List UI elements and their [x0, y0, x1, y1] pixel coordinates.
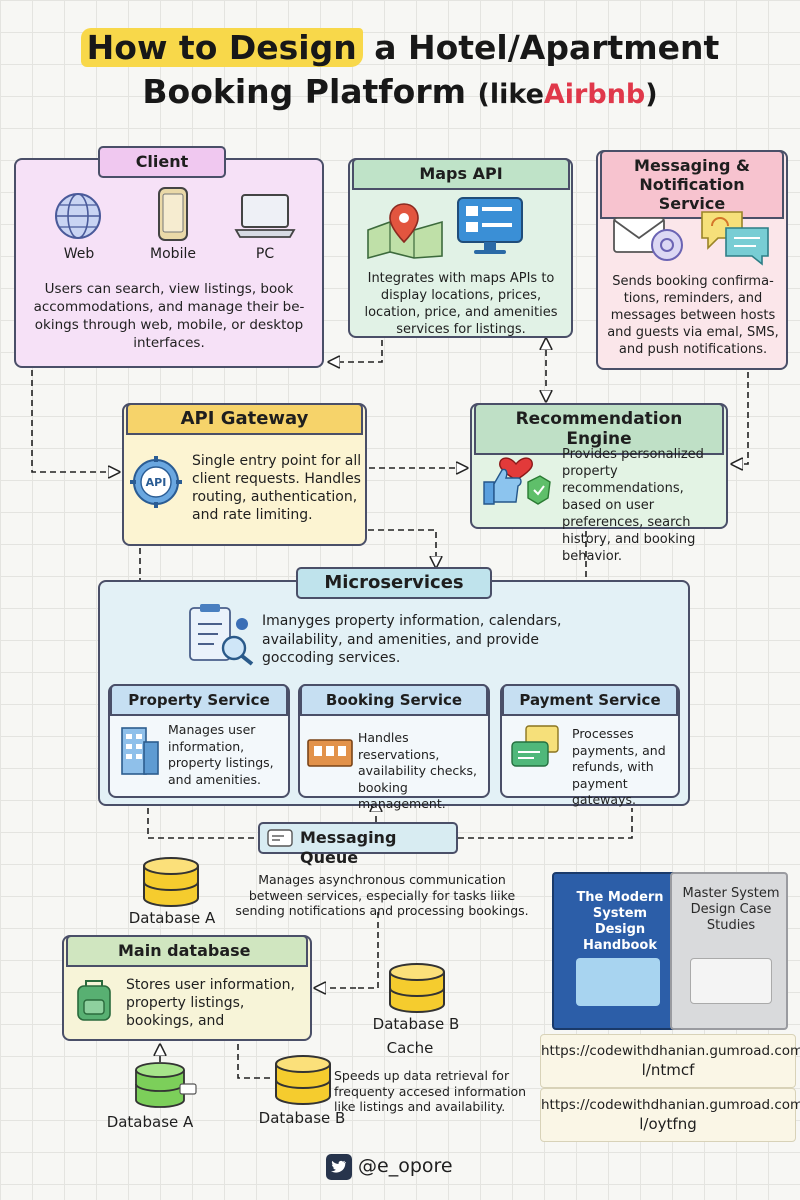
- arrow-queue-loop: [147, 808, 258, 839]
- messaging-queue-label: Messaging Queue: [300, 828, 397, 867]
- twitter-icon: [326, 1154, 352, 1180]
- book-master-case-studies[interactable]: Master System Design Case Studies: [670, 872, 788, 1030]
- book-2-illustration: [690, 958, 772, 1004]
- device-web: Web: [63, 246, 95, 262]
- database-b-mid-label: Database B: [372, 1015, 460, 1033]
- payment-service-description: Processes payments, and refunds, with pa…: [572, 726, 666, 807]
- database-cylinder-icon: [143, 857, 199, 907]
- database-cylinder-icon: [275, 1055, 331, 1105]
- booking-service-label: Booking Service: [300, 684, 488, 716]
- api-gear-icon: [130, 456, 182, 508]
- property-service-description: Manages user information, property listi…: [168, 722, 274, 787]
- link-1-line2: l/ntmcf: [641, 1061, 695, 1079]
- messaging-queue-description: Manages asynchronous communication betwe…: [235, 872, 529, 918]
- book-2-title: Master System Design Case Studies: [682, 886, 780, 933]
- arrow-gateway-to-microservices: [368, 529, 436, 566]
- cache-label: Cache: [386, 1039, 434, 1057]
- payment-chat-icon: [511, 725, 559, 767]
- globe-icon: [55, 193, 101, 239]
- hotel-counter-icon: [307, 739, 353, 767]
- backpack-icon: [77, 980, 111, 1021]
- cache-description: Speeds up data retrieval for frequenty a…: [334, 1068, 527, 1114]
- recommendation-engine-description: Provides personalized property recommend…: [562, 447, 704, 564]
- book-modern-system-design[interactable]: The Modern System Design Handbook: [552, 872, 678, 1030]
- map-pin-icon: [367, 203, 443, 260]
- microservices-label: Microservices: [296, 567, 492, 599]
- laptop-icon: [234, 194, 296, 238]
- recommendation-engine-label: Recommendation Engine: [474, 403, 724, 455]
- link-1-line1: https://codewithdhanian.gumroad.com.: [541, 1043, 800, 1059]
- client-description: Users can search, view listings, book ac…: [33, 281, 305, 351]
- building-icon: [121, 727, 159, 775]
- arrow-queue-to-databaseb: [356, 912, 379, 989]
- footer-handle[interactable]: @e_opore: [358, 1155, 453, 1177]
- api-gateway-label: API Gateway: [126, 403, 363, 435]
- device-pc: PC: [255, 246, 275, 262]
- payment-service-label: Payment Service: [502, 684, 678, 716]
- arrow-maps-to-client: [330, 340, 383, 362]
- link-2-line1: https://codewithdhanian.gumroad.com.: [541, 1097, 800, 1113]
- chat-bubble-icon: [701, 211, 769, 266]
- clipboard-search-icon: [189, 604, 254, 666]
- database-a-bottom-label: Database A: [106, 1113, 194, 1131]
- arrow-client-to-gateway: [31, 370, 118, 472]
- database-stack-icon: [135, 1062, 197, 1108]
- title-line1-rest: a Hotel/Apartment: [374, 28, 720, 67]
- title-line2-main: Booking Platform: [142, 72, 466, 111]
- database-a-top-label: Database A: [128, 909, 216, 927]
- booking-service-description: Handles reservations, availability check…: [358, 730, 478, 811]
- microservices-description: Imanyges property information, calendars…: [262, 613, 562, 666]
- diagram-title: How to Design a Hotel/Apartment Booking …: [0, 26, 800, 117]
- at-symbol-icon: [651, 229, 683, 261]
- database-b-bottom-label: Database B: [258, 1109, 346, 1127]
- purchase-link-1[interactable]: https://codewithdhanian.gumroad.com. l/n…: [540, 1034, 800, 1088]
- thumbs-up-heart-icon: [483, 457, 551, 505]
- queue-server-icon: [267, 829, 293, 847]
- title-line2-close: ): [645, 79, 658, 110]
- main-database-label: Main database: [66, 935, 308, 967]
- maps-api-description: Integrates with maps APIs to display loc…: [364, 271, 558, 337]
- link-2-line2: l/oytfng: [639, 1115, 697, 1133]
- arrow-messaging-to-recommendation: [733, 372, 749, 464]
- book-1-title: The Modern System Design Handbook: [576, 890, 664, 953]
- title-line2-open: (like: [477, 79, 544, 110]
- title-highlight: How to Design: [80, 28, 363, 67]
- book-1-illustration: [576, 958, 660, 1006]
- purchase-link-2[interactable]: https://codewithdhanian.gumroad.com. l/o…: [540, 1088, 800, 1142]
- messaging-service-label: Messaging & Notification Service: [600, 150, 784, 219]
- device-mobile: Mobile: [150, 246, 196, 262]
- api-icon-text: API: [145, 476, 167, 489]
- database-cylinder-icon: [389, 963, 445, 1013]
- property-service-label: Property Service: [110, 684, 288, 716]
- client-label: Client: [98, 146, 226, 178]
- title-brand: Airbnb: [543, 79, 646, 110]
- messaging-service-description: Sends booking confirma-tions, reminders,…: [607, 274, 779, 357]
- maps-api-label: Maps API: [352, 158, 570, 190]
- api-gateway-description: Single entry point for all client reques…: [192, 453, 362, 523]
- main-database-description: Stores user information, property listin…: [126, 977, 295, 1029]
- arrow-databaseb2-to-maindb: [237, 1044, 270, 1079]
- dashboard-monitor-icon: [457, 197, 523, 254]
- mobile-phone-icon: [158, 187, 188, 241]
